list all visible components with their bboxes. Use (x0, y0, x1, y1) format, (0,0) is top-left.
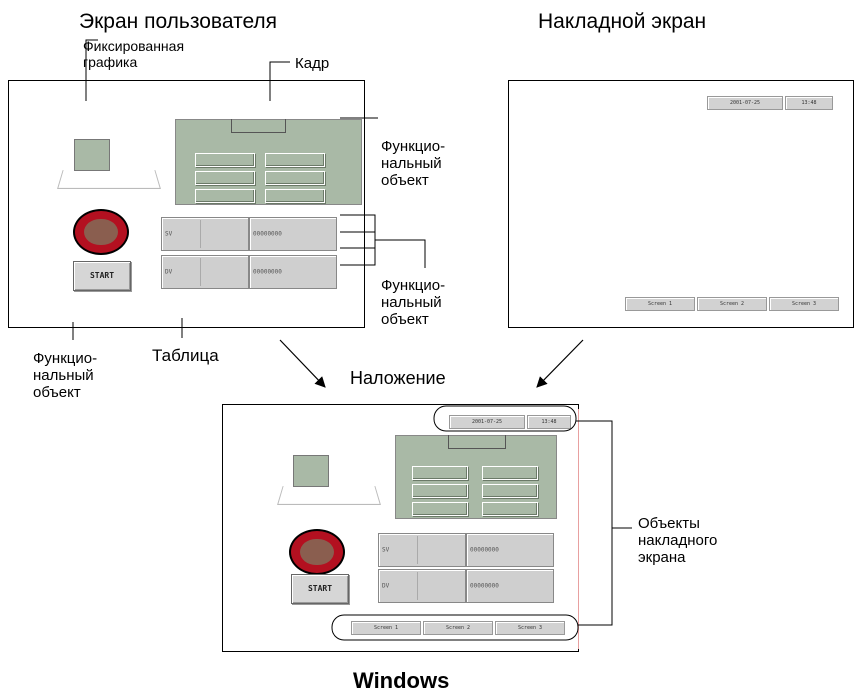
time-display: 13:48 (527, 415, 571, 429)
table-cell: DV (378, 569, 466, 603)
frame-button[interactable] (195, 153, 255, 167)
overlay-process-title: Наложение (350, 368, 446, 388)
function-object-label-a: Функцио- нальный объект (381, 138, 445, 189)
table-cell: 00000000 (466, 533, 554, 567)
table-cell: DV (161, 255, 249, 289)
function-object-label-a-line1: Функцио- (381, 138, 446, 155)
table-cell-text: DV (165, 268, 173, 276)
frame-object (395, 435, 557, 519)
table-cell-text: 00000000 (253, 268, 282, 276)
overlay-objects-bracket (576, 420, 613, 626)
frame-button[interactable] (195, 171, 255, 185)
function-object-label-b-line3: объект (381, 311, 429, 328)
frame-button[interactable] (482, 466, 538, 480)
windows-screen: START SV 00000000 DV 00000000 2001-07-25… (222, 404, 579, 652)
screen-switch-button-1[interactable]: Screen 1 (625, 297, 695, 311)
table-cell: 00000000 (249, 255, 337, 289)
fixed-graphics-label-line1: Фиксированная (83, 38, 185, 54)
date-display: 2001-07-25 (707, 96, 783, 110)
lamp-indicator (73, 209, 129, 255)
screen-switch-button-2[interactable]: Screen 2 (423, 621, 493, 635)
overlay-objects-label: Объекты накладного экрана (638, 515, 717, 566)
table-cell: SV (378, 533, 466, 567)
table-cell: SV (161, 217, 249, 251)
table-cell: 00000000 (249, 217, 337, 251)
overlay-objects-label-line2: накладного (638, 532, 718, 549)
table-cell-text: DV (382, 582, 390, 590)
overlay-screen: 2001-07-25 13:48 Screen 1 Screen 2 Scree… (508, 80, 854, 328)
table-cell-text: SV (165, 230, 173, 238)
frame-tab (448, 435, 506, 449)
overlay-objects-label-line1: Объекты (638, 515, 700, 532)
function-object-label-a-line2: нальный (381, 155, 442, 172)
frame-label: Кадр (295, 55, 330, 72)
function-object-label-c-line2: нальный (33, 367, 94, 384)
frame-button[interactable] (265, 153, 325, 167)
arrow-user-to-windows (279, 339, 326, 388)
function-object-label-b-line1: Функцио- (381, 277, 446, 294)
frame-button[interactable] (412, 502, 468, 516)
function-object-label-b: Функцио- нальный объект (381, 277, 445, 328)
function-object-label-c-line3: объект (33, 384, 81, 401)
table-cell-text: 00000000 (253, 230, 282, 238)
frame-button[interactable] (412, 466, 468, 480)
screen-switch-button-1[interactable]: Screen 1 (351, 621, 421, 635)
windows-title: Windows (353, 668, 450, 693)
overlay-objects-label-line3: экрана (638, 549, 686, 566)
function-object-label-b-line2: нальный (381, 294, 442, 311)
function-object-label-c: Функцио- нальный объект (33, 350, 97, 401)
user-screen-title: Экран пользователя (79, 10, 278, 33)
function-object-b-leader (375, 239, 426, 268)
fixed-graphics-label: Фиксированная графика (83, 38, 184, 70)
screen-switch-button-3[interactable]: Screen 3 (769, 297, 839, 311)
frame-button[interactable] (265, 171, 325, 185)
frame-button[interactable] (482, 484, 538, 498)
start-button[interactable]: START (73, 261, 131, 291)
pc-monitor-graphic (74, 139, 110, 171)
frame-tab (231, 119, 286, 133)
function-object-label-a-line3: объект (381, 172, 429, 189)
table-label: Таблица (152, 346, 219, 365)
table-cell-text: 00000000 (470, 546, 499, 554)
table-cell: 00000000 (466, 569, 554, 603)
overlay-objects-outline-top (433, 405, 577, 432)
screen-switch-button-3[interactable]: Screen 3 (495, 621, 565, 635)
user-screen: START SV 00000000 DV 00000000 (8, 80, 365, 328)
frame-leader (269, 61, 290, 101)
frame-button[interactable] (412, 484, 468, 498)
pc-monitor-graphic (293, 455, 329, 487)
screen-switch-button-2[interactable]: Screen 2 (697, 297, 767, 311)
function-object-b-bracket-outer (340, 214, 376, 266)
frame-button[interactable] (265, 189, 325, 203)
function-object-label-c-line1: Функцио- (33, 350, 98, 367)
lamp-indicator (289, 529, 345, 575)
overlay-screen-title: Накладной экран (538, 10, 707, 33)
fixed-graphics-label-line2: графика (83, 54, 138, 70)
table-cell-text: 00000000 (470, 582, 499, 590)
frame-object (175, 119, 362, 205)
frame-button[interactable] (482, 502, 538, 516)
overlay-boundary (578, 409, 579, 649)
fixed-graphics-leader (85, 39, 98, 101)
time-display: 13:48 (785, 96, 833, 110)
table-cell-text: SV (382, 546, 390, 554)
date-display: 2001-07-25 (449, 415, 525, 429)
arrow-overlay-to-windows (536, 339, 584, 388)
overlay-objects-outline-bottom (331, 614, 579, 641)
start-button[interactable]: START (291, 574, 349, 604)
frame-button[interactable] (195, 189, 255, 203)
